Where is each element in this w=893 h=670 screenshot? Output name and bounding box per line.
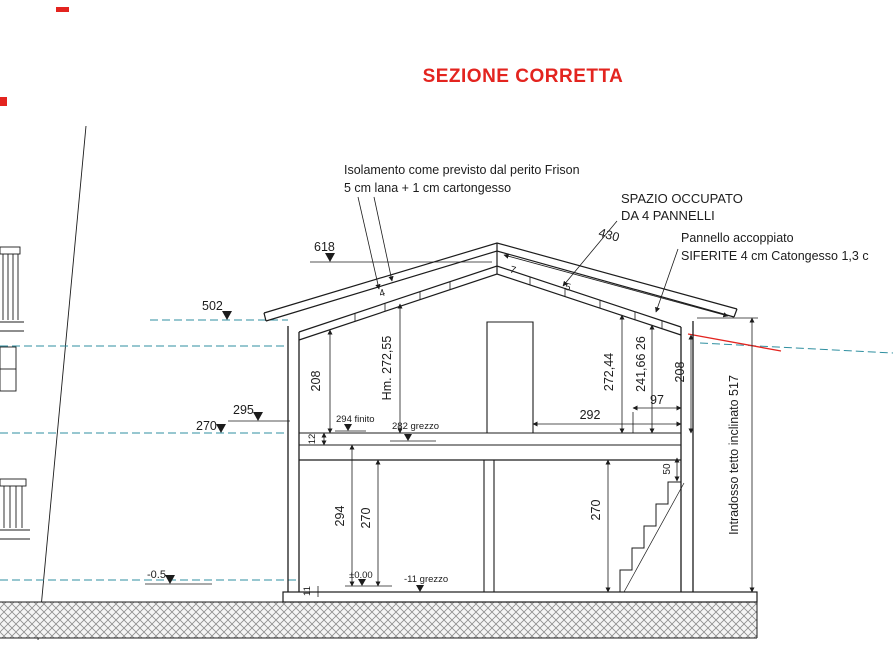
note-spazio-line2: DA 4 PANNELLI — [621, 208, 715, 223]
dashed-reference-lines — [0, 319, 893, 581]
dim-label-4: 4 — [378, 287, 387, 299]
upper-floor-opening — [486, 321, 534, 433]
note-isolamento-line1: Isolamento come previsto dal perito Fris… — [344, 163, 580, 177]
leader-lines — [357, 196, 679, 313]
note-pannello-line2: SIFERITE 4 cm Catongesso 1,3 c — [681, 249, 869, 263]
note-spazio-line1: SPAZIO OCCUPATO — [621, 191, 743, 206]
dim-label-208-left: 208 — [309, 371, 323, 392]
level-label-270: 270 — [196, 419, 217, 433]
adjacent-building-elevation — [0, 125, 87, 641]
scan-artifact-marks — [0, 7, 69, 106]
section-cut-line — [37, 125, 87, 641]
interior-structure — [299, 321, 685, 593]
panel-joint-ticks-left — [354, 281, 451, 322]
level-label-282-grezzo: 282 grezzo — [392, 421, 439, 432]
note-isolamento-line2: 5 cm lana + 1 cm cartongesso — [344, 181, 511, 195]
level-markers — [145, 253, 492, 592]
foundation-slab — [282, 591, 758, 603]
note-intradosso: Intradosso tetto inclinato 517 — [727, 375, 741, 535]
ground-hatch — [0, 601, 758, 639]
dim-label-hm-272-55: Hm. 272,55 — [380, 336, 394, 401]
dimension-lines — [317, 253, 758, 597]
dim-label-97: 97 — [650, 393, 664, 407]
dim-label-294-lower: 294 — [333, 506, 347, 527]
dim-label-12: 12 — [307, 434, 318, 445]
drawing-title: SEZIONE CORRETTA — [423, 66, 624, 87]
dim-label-5: 5 — [563, 282, 572, 294]
dim-label-241-66: 241,66 26 — [634, 336, 648, 392]
level-label-zero: ±0.00 — [349, 570, 373, 581]
dim-label-272-44: 272,44 — [602, 353, 616, 391]
roof — [263, 242, 738, 341]
note-pannello-line1: Pannello accoppiato — [681, 231, 794, 245]
dim-label-50: 50 — [662, 463, 673, 475]
level-label-294-finito: 294 finito — [336, 414, 375, 425]
dim-label-270-lower-right: 270 — [589, 500, 603, 521]
level-label-295: 295 — [233, 403, 254, 417]
dim-label-11: 11 — [302, 586, 313, 596]
level-label-minus05: -0.5 — [147, 569, 166, 581]
staircase — [619, 481, 681, 592]
dim-label-292: 292 — [580, 408, 601, 422]
dim-label-270-lower-left: 270 — [359, 508, 373, 529]
panel-joint-ticks-right — [529, 277, 663, 329]
level-label-minus11: -11 grezzo — [404, 574, 448, 585]
dim-label-208-right: 208 — [673, 362, 687, 383]
dim-label-430: 430 — [597, 226, 621, 245]
roof-panel-bottom-line — [298, 273, 682, 341]
level-label-502: 502 — [202, 299, 223, 313]
dim-label-7: 7 — [508, 265, 517, 277]
level-label-618: 618 — [314, 240, 335, 254]
red-correction-line — [687, 333, 782, 352]
